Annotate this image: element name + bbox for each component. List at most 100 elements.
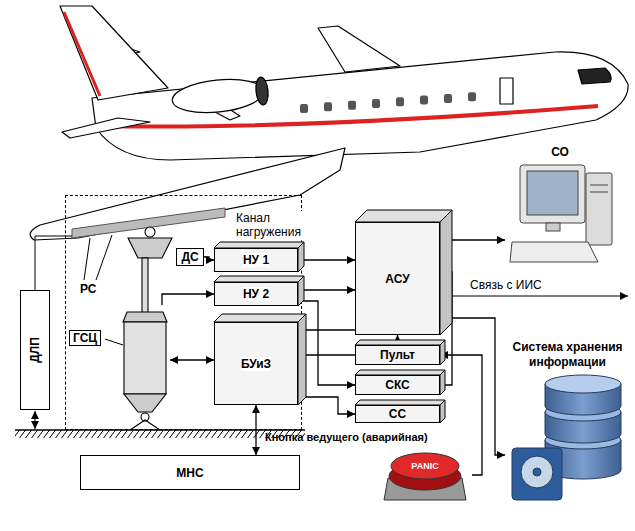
leader-line (35, 235, 628, 429)
hydraulic-cylinder-part (124, 322, 166, 394)
computer-icon-part (527, 171, 578, 215)
node-text: ДС (181, 250, 198, 264)
leader-line-part (105, 339, 123, 345)
amplifier-box: НУ 2 (214, 282, 298, 306)
connector-arrow (298, 289, 355, 290)
airplane-part-part (468, 92, 476, 101)
computer-icon-part (520, 165, 585, 223)
airplane-part (92, 52, 628, 160)
console-box: Пульт (355, 345, 440, 365)
box-side-face (298, 314, 306, 405)
amplifier-box: НУ 1 (214, 248, 298, 272)
system-box: СКС (355, 375, 440, 395)
connector-arrow (298, 329, 355, 330)
airplane-part (171, 75, 266, 116)
airplane-part (578, 68, 611, 84)
database-icon-part (545, 375, 621, 393)
pump-station-box: МНС (80, 455, 300, 490)
node-text: Система хранения информации (505, 340, 630, 370)
airplane-part (500, 78, 513, 104)
hydraulic-cylinder-part (130, 420, 160, 430)
node-text: Канал нагружения (236, 211, 302, 239)
node-text: ГСЦ (69, 330, 101, 346)
box-top-face (355, 400, 445, 405)
node-text: НУ 2 (243, 287, 269, 301)
database-icon-part (521, 456, 553, 488)
storage-node: Система хранения информации (505, 340, 630, 505)
panic-button-part (391, 453, 459, 479)
connector-arrow (162, 294, 214, 305)
box-top-face (355, 370, 445, 375)
airplane-part (62, 118, 150, 138)
airplane-part (318, 26, 400, 72)
node-text: МНС (176, 466, 203, 480)
box-side-face (440, 210, 452, 335)
database-icon-part (512, 448, 562, 500)
load-cell-part (128, 238, 172, 258)
part-label: РС (78, 282, 98, 296)
wing-beam-part (72, 208, 225, 238)
cylinder-node: ГСЦ (120, 305, 170, 412)
computer-icon-part (590, 192, 608, 193)
box-top-face (214, 242, 304, 248)
ground-part (15, 430, 305, 438)
database-icon (512, 375, 621, 500)
node-text: АСУ (385, 272, 409, 286)
airplane-part (255, 76, 270, 105)
airplane-part (30, 148, 345, 240)
hydraulic-cylinder (123, 312, 167, 430)
airplane (30, 6, 628, 240)
node-text: БУиЗ (241, 357, 271, 371)
hydraulic-cylinder-part (124, 394, 166, 412)
box-top-face (355, 210, 452, 222)
leader-line-part (35, 236, 72, 290)
connector-arrow (440, 318, 505, 455)
airplane-part (300, 92, 476, 113)
node-text: Пульт (380, 348, 415, 362)
control-unit-box: БУиЗ (214, 322, 298, 405)
box-side-face (440, 340, 445, 365)
database-icon-part (533, 468, 541, 476)
hydraulic-cylinder-part (123, 312, 167, 322)
node-text: PANIC (411, 461, 438, 471)
node-text: НУ 1 (243, 253, 269, 267)
sensor-box: ДС (176, 248, 204, 266)
leader-line-part (440, 296, 628, 297)
signal-label: Связь с ИИС (468, 278, 544, 292)
node-text: СКС (385, 378, 410, 392)
computer-icon-part (510, 242, 598, 262)
box-top-face (355, 340, 445, 345)
system-box: СС (355, 405, 440, 423)
node-text: Кнопка ведущего (аварийная) (265, 430, 428, 444)
computer-icon-part (590, 185, 608, 186)
node-text: ДЛП (28, 337, 42, 363)
wing-beam (72, 208, 225, 238)
box-top-face (214, 276, 304, 282)
loading-channel-region: Канал нагруженияДС НУ 1 НУ 2 ГСЦ БУиЗ (65, 195, 302, 430)
airplane-part-part (372, 99, 380, 108)
airplane-part (60, 6, 168, 100)
leader-line-part (84, 238, 90, 280)
node-text: СС (389, 407, 406, 421)
connector-arrow (204, 257, 214, 260)
box-side-face (298, 242, 304, 272)
connector-arrow (255, 405, 256, 455)
computer-icon (510, 165, 612, 262)
connector-arrow (440, 355, 482, 475)
computer-icon-part (586, 173, 612, 245)
leader-line-part (35, 411, 36, 429)
airplane-part-part (324, 102, 332, 111)
control-system-box: АСУ (355, 222, 440, 335)
connector-arrow (298, 397, 355, 414)
connector-arrow (298, 354, 355, 355)
airplane-part-part (348, 101, 356, 110)
airplane-part-part (300, 104, 308, 113)
connector-arrow (170, 359, 214, 360)
box-side-face (298, 276, 304, 306)
airplane-part-part (396, 97, 404, 106)
box-side-face (440, 400, 445, 423)
airplane-part-part (444, 94, 452, 103)
computer-icon-part (546, 223, 560, 231)
